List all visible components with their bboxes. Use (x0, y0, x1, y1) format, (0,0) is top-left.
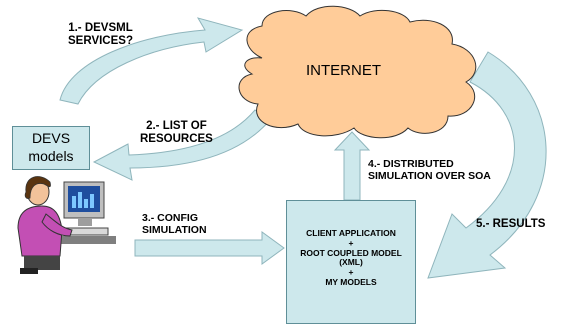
step-5-label: 5.- RESULTS (476, 218, 546, 230)
arrow-results (427, 51, 547, 279)
internet-label: INTERNET (306, 62, 381, 79)
client-application-box: CLIENT APPLICATION + ROOT COUPLED MODEL … (286, 200, 416, 324)
cloud-icon (238, 5, 477, 139)
client-box-line-2: + (348, 237, 354, 248)
client-box-line-5: + (348, 267, 354, 278)
arrow-devsml-services (59, 17, 244, 105)
client-box-line-4: (XML) (339, 257, 363, 268)
devs-models-label: DEVS models (28, 130, 74, 164)
client-box-line-1: CLIENT APPLICATION (306, 228, 396, 238)
step-2-label: 2.- LIST OF RESOURCES (140, 120, 213, 146)
devs-models-box: DEVS models (12, 126, 90, 170)
arrow-list-of-resources (92, 109, 271, 181)
person-at-computer-icon (17, 176, 116, 274)
client-box-line-6: MY MODELS (325, 276, 377, 287)
step-1-label: 1.- DEVSML SERVICES? (68, 22, 133, 48)
client-box-line-3: ROOT COUPLED MODEL (300, 247, 402, 258)
step-4-label: 4.- DISTRIBUTED SIMULATION OVER SOA (368, 158, 491, 183)
arrow-config-simulation (134, 231, 285, 265)
step-3-label: 3.- CONFIG SIMULATION (142, 212, 207, 237)
arrow-distributed-simulation (333, 131, 371, 201)
